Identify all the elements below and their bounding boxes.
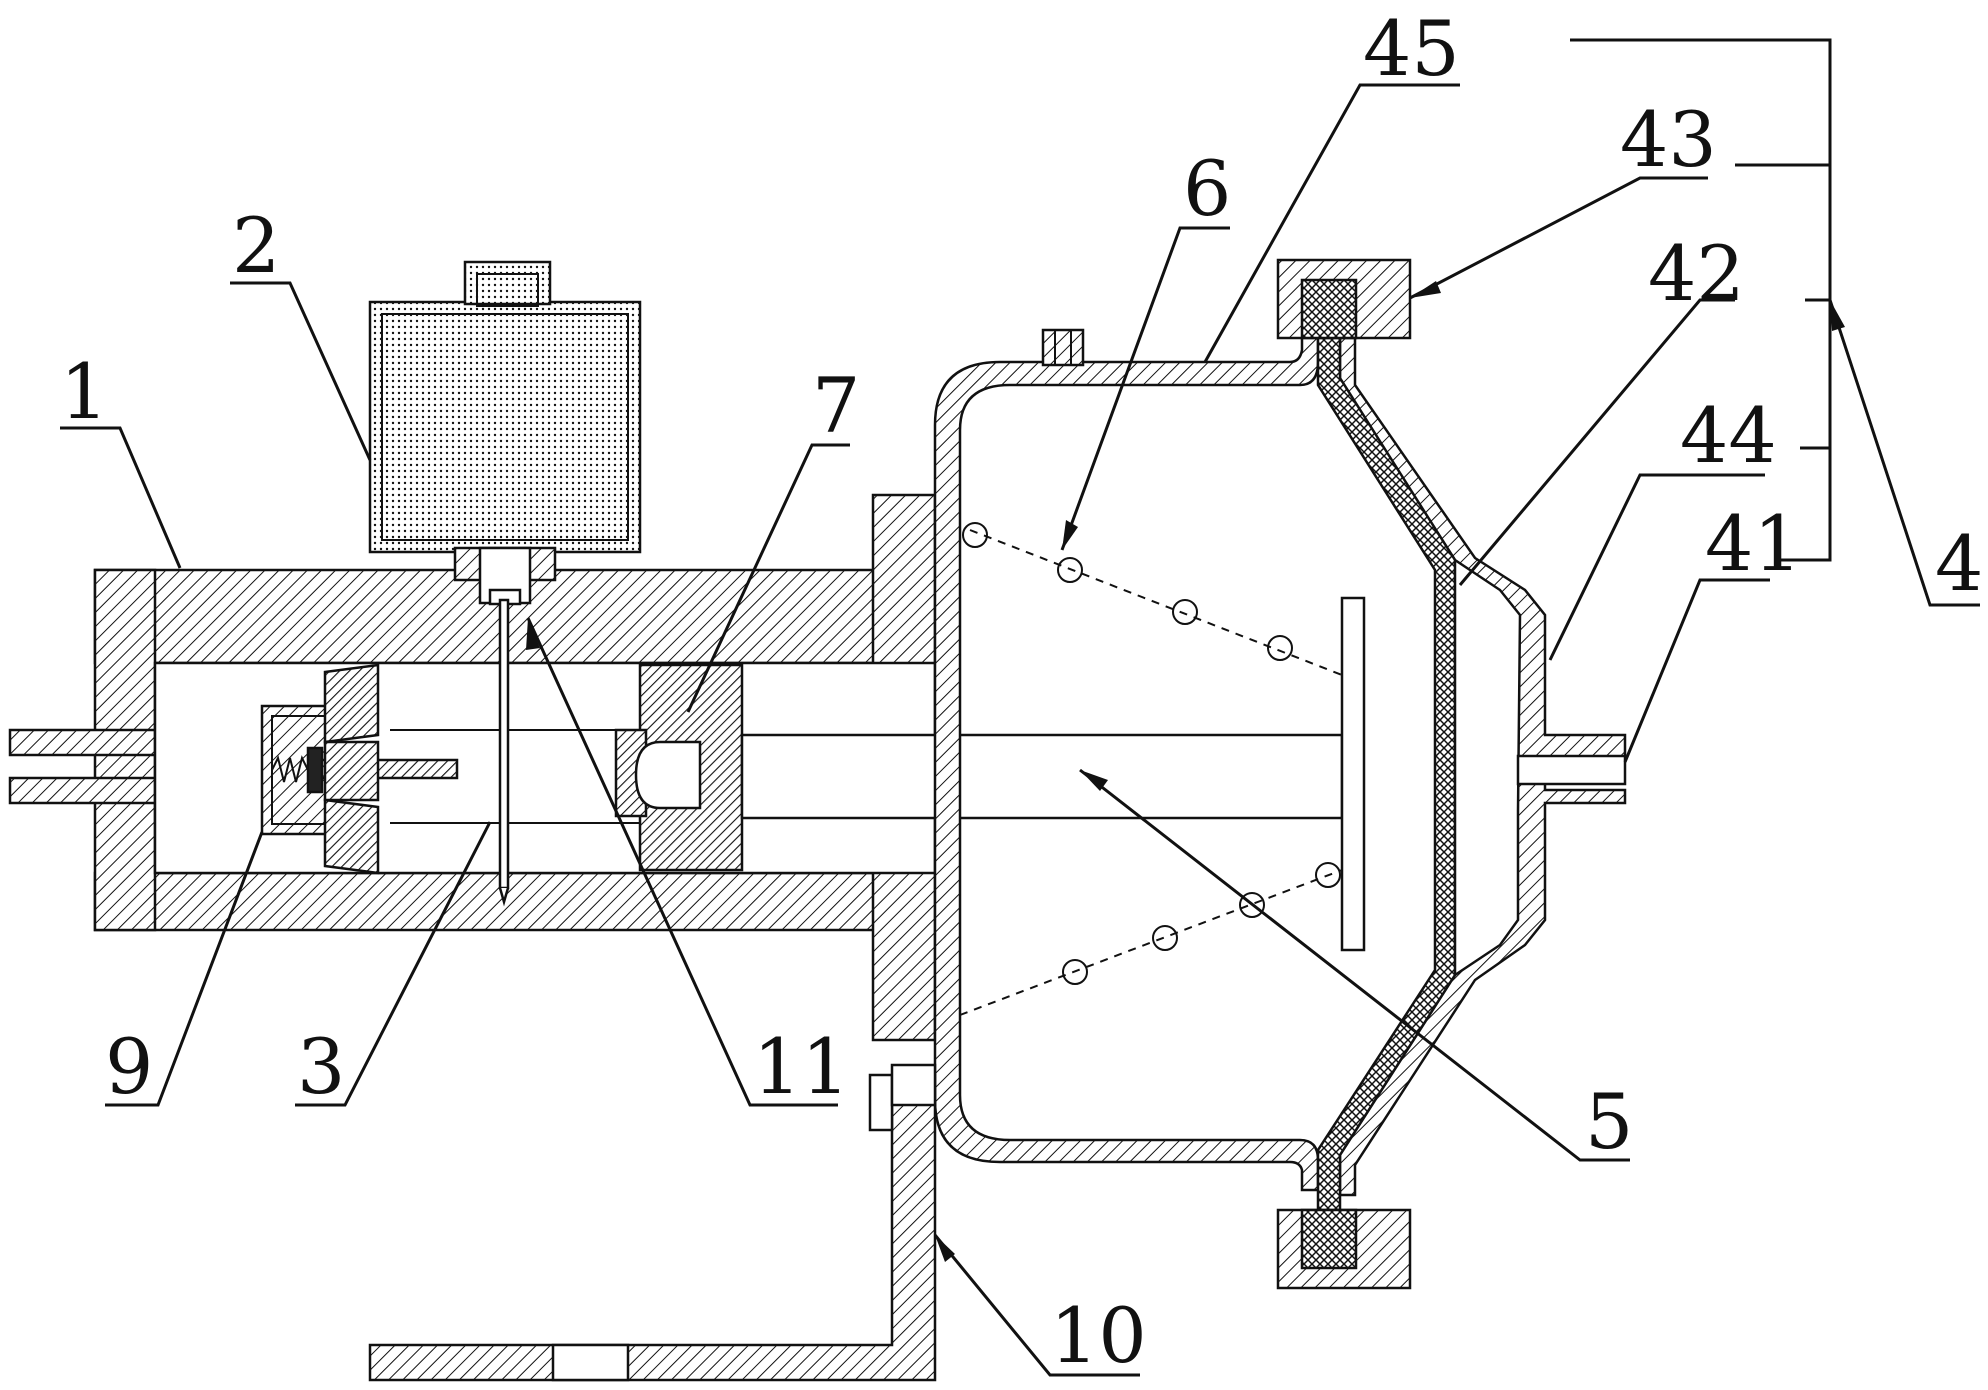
label-push-rod: 5 — [1585, 1077, 1633, 1166]
label-valve: 9 — [105, 1022, 153, 1111]
label-needle: 3 — [297, 1022, 345, 1111]
label-reservoir: 2 — [232, 201, 280, 290]
label-bracket: 10 — [1050, 1291, 1147, 1380]
needle — [500, 600, 508, 902]
label-chamber-assembly: 4 — [1935, 519, 1983, 608]
label-inlet-pipe: 41 — [1705, 499, 1802, 588]
label-piston: 7 — [812, 361, 860, 450]
label-front-shell: 45 — [1363, 4, 1460, 93]
reservoir — [370, 262, 640, 604]
label-return-spring: 6 — [1183, 144, 1231, 233]
label-orifice: 11 — [753, 1022, 850, 1111]
label-diaphragm: 42 — [1648, 229, 1745, 318]
label-body: 1 — [60, 347, 108, 436]
mounting-bracket — [370, 1065, 935, 1380]
label-clamp-ring: 43 — [1620, 95, 1717, 184]
label-rear-shell: 44 — [1680, 391, 1777, 480]
